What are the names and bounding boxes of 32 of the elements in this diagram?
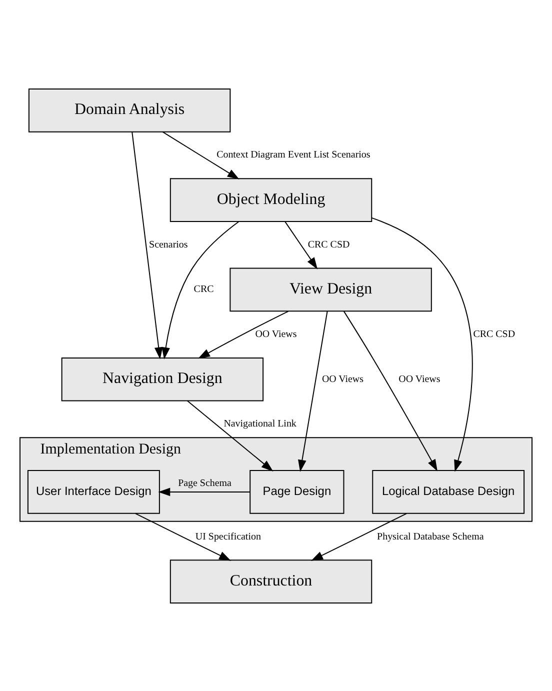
node-box: User Interface Design — [27, 470, 160, 514]
arrow — [162, 220, 240, 359]
edge-label: CRC CSD — [308, 238, 350, 250]
edge-label: Physical Database Schema — [377, 530, 484, 542]
arrow — [186, 400, 274, 471]
arrow — [371, 216, 473, 472]
arrow — [134, 512, 232, 560]
node-box: Domain Analysis — [28, 88, 231, 132]
edge-label: CRC CSD — [473, 328, 516, 340]
arrow — [310, 512, 408, 560]
edge-label: Navigational Link — [224, 418, 296, 430]
edge-label: OO Views — [398, 373, 440, 384]
arrow — [298, 310, 328, 472]
edge-label: CRC — [194, 284, 214, 295]
arrow — [132, 130, 163, 359]
arrow — [162, 130, 240, 179]
node-box: Object Modeling — [170, 178, 372, 222]
node-box: Page Design — [250, 470, 344, 514]
edge-label: Page Schema — [178, 477, 232, 488]
edge-label: UI Specification — [195, 530, 261, 542]
edge-label: OO Views — [255, 328, 297, 340]
node-box: Navigation Design — [61, 356, 264, 401]
node-box: Logical Database Design — [372, 470, 525, 514]
edge-label: Scenarios — [149, 238, 188, 250]
node-box: View Design — [230, 267, 432, 312]
node-box: Construction — [170, 559, 372, 604]
edge-label: OO Views — [322, 373, 364, 384]
arrow — [343, 310, 438, 471]
arrow — [284, 220, 318, 269]
arrow — [158, 487, 250, 496]
edge-label: Context Diagram Event List Scenarios — [216, 149, 370, 160]
arrow — [198, 310, 289, 358]
